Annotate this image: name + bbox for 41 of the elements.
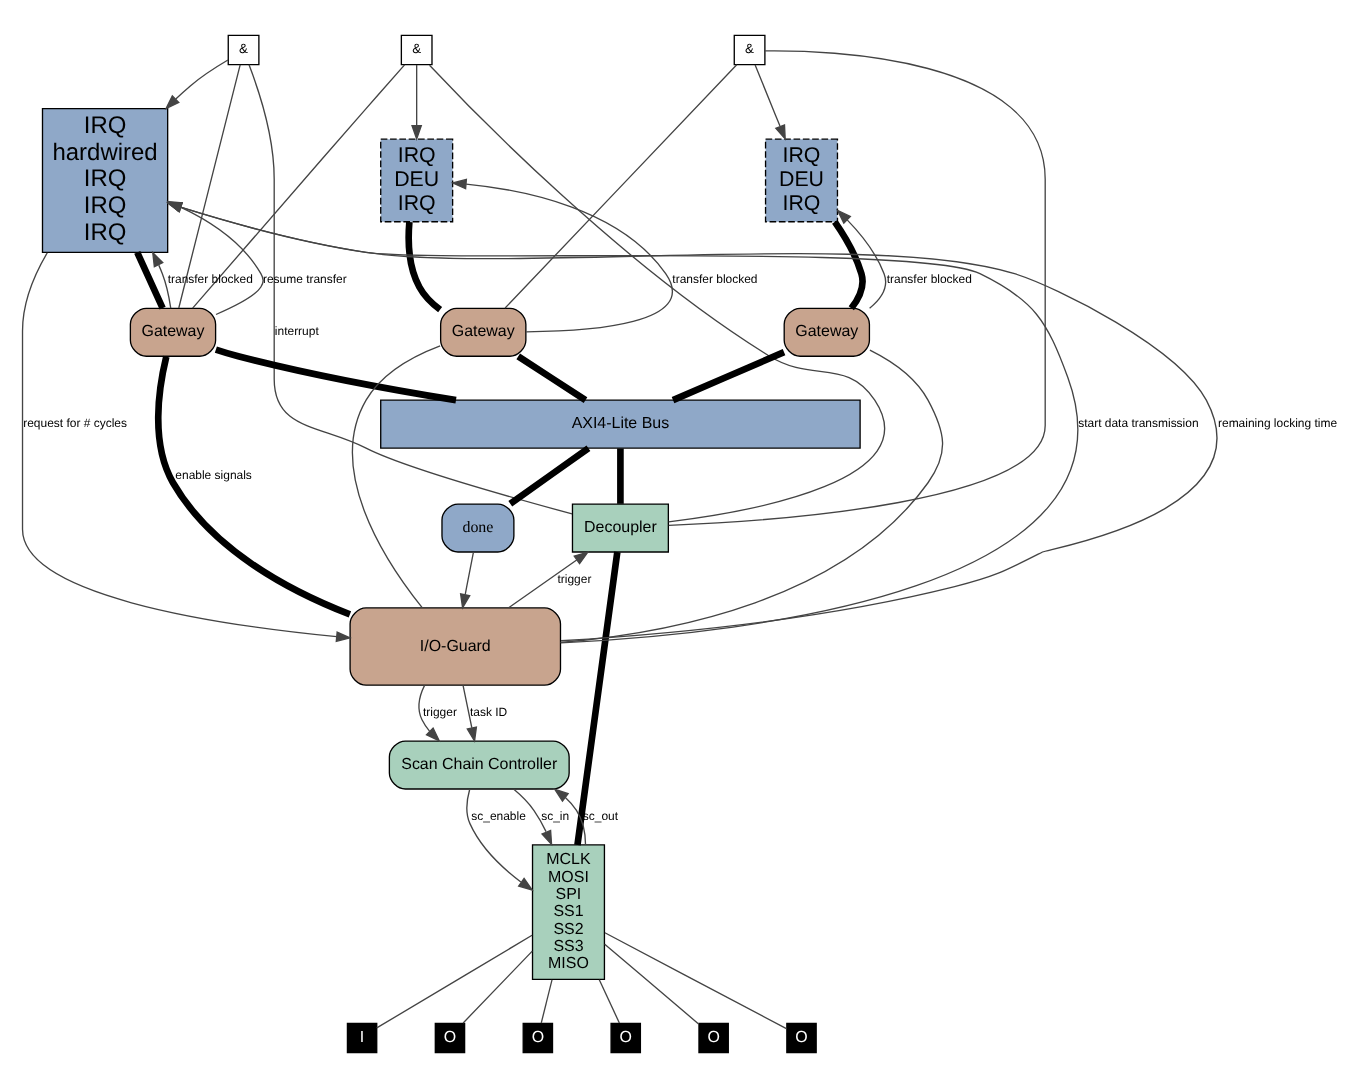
connector <box>178 64 241 309</box>
connector <box>559 349 944 644</box>
connector <box>516 353 588 403</box>
connector <box>604 932 788 1030</box>
arrow <box>166 200 264 316</box>
node-box: IRQ DEU IRQ <box>380 138 454 223</box>
connector <box>598 979 621 1024</box>
connector <box>504 64 738 309</box>
arrow <box>754 64 786 141</box>
arrow <box>462 684 478 743</box>
connector <box>462 950 533 1024</box>
connector <box>617 448 624 504</box>
connector <box>671 349 786 404</box>
node-box: IRQ DEU IRQ <box>764 138 839 223</box>
connector <box>192 64 406 309</box>
connector <box>540 979 553 1024</box>
arrow <box>553 788 587 846</box>
connector <box>134 251 166 310</box>
connector <box>248 64 573 515</box>
connector <box>832 219 866 311</box>
connector <box>154 355 352 618</box>
arrow <box>508 551 590 609</box>
connector <box>508 445 591 507</box>
connector <box>604 943 700 1025</box>
connector <box>574 551 621 846</box>
connector <box>351 345 441 609</box>
arrow <box>466 788 534 892</box>
arrow <box>411 64 423 141</box>
arrow <box>151 250 172 309</box>
arrow <box>459 551 475 610</box>
connector <box>405 221 443 313</box>
arrow <box>164 59 229 110</box>
node-box: IRQ hardwired IRQ IRQ IRQ <box>41 107 169 254</box>
arrow <box>513 788 553 847</box>
arrow <box>418 684 441 743</box>
arrow <box>21 252 352 643</box>
arrow <box>450 178 673 333</box>
arrow <box>836 209 887 309</box>
connector <box>668 50 1046 526</box>
connector <box>428 64 885 523</box>
connector <box>376 934 533 1029</box>
